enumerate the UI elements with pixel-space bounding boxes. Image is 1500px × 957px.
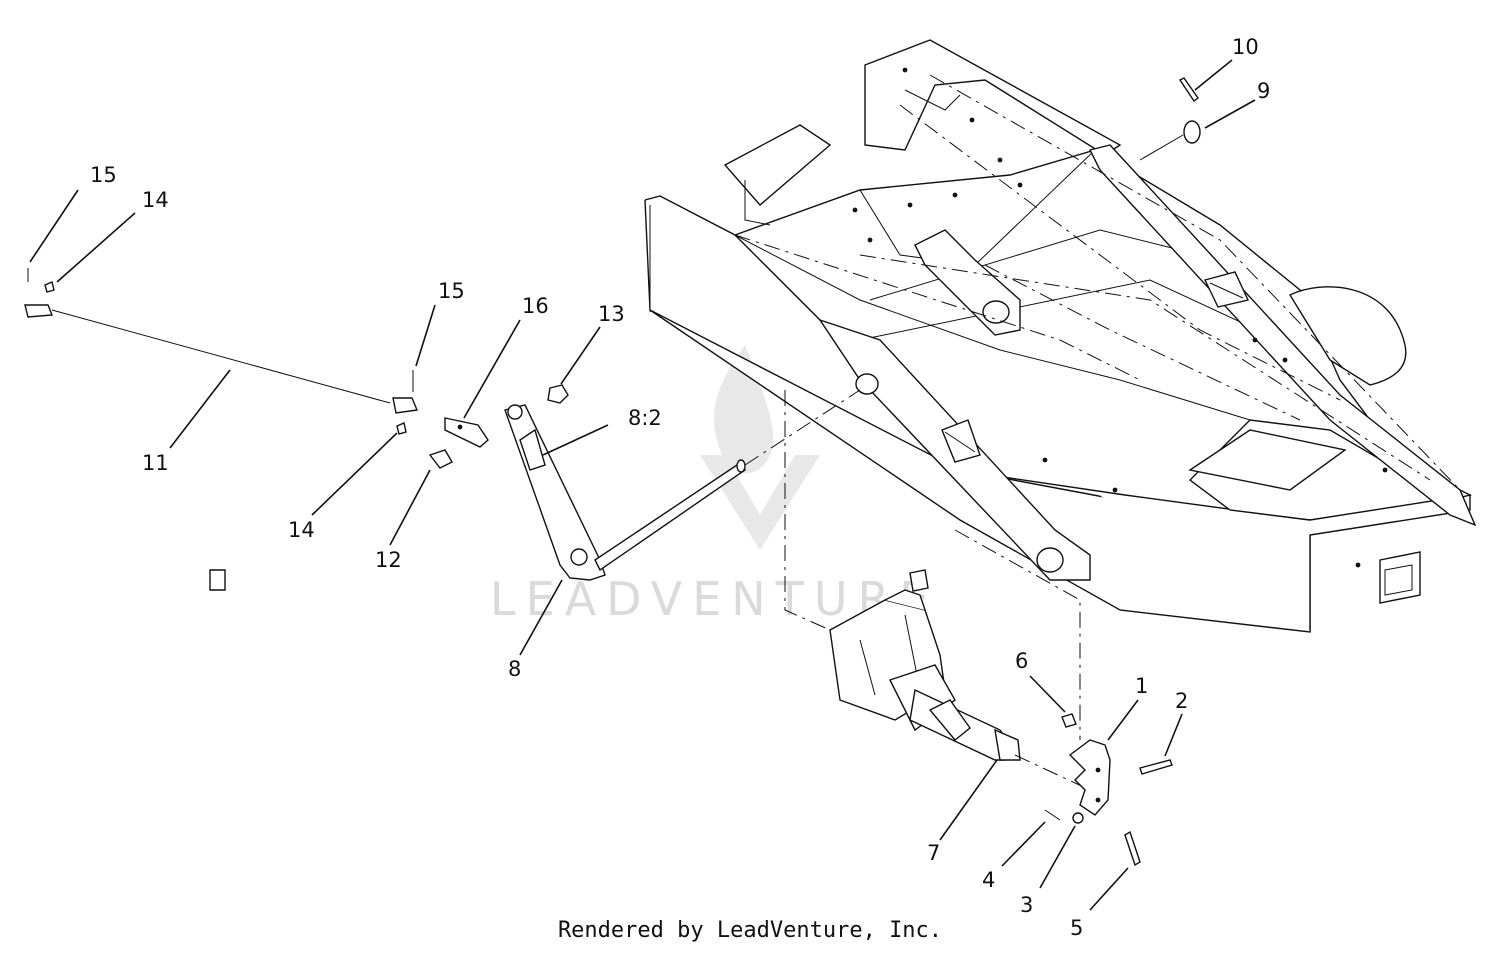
caption-text: Rendered by LeadVenture, Inc. [557, 918, 943, 943]
deck-frame [644, 39, 1477, 633]
nut-part-13 [547, 384, 569, 404]
pin-part-4 [1044, 809, 1061, 821]
callout-8: 8 [508, 657, 521, 681]
plate-part-16 [444, 417, 489, 448]
watermark-flame-icon [714, 345, 774, 474]
callout-2: 2 [1175, 689, 1188, 713]
bracket-part-1 [1068, 739, 1111, 816]
callout-11: 11 [142, 451, 169, 475]
callout-9: 9 [1257, 79, 1270, 103]
callout-5: 5 [1070, 916, 1083, 940]
bolt-part-12 [428, 449, 453, 469]
cable-part-11 [24, 304, 418, 414]
callouts: 1 2 3 4 5 6 7 8 8:2 9 10 11 12 13 14 14 [29, 35, 1270, 940]
connector-icon [909, 569, 929, 592]
pin-part-2 [1139, 759, 1173, 775]
watermark: LEADVENTURE [490, 345, 929, 626]
actuator-part-7 [209, 569, 1021, 761]
lift-arm-assembly [504, 389, 861, 581]
callout-8-2: 8:2 [628, 406, 662, 430]
callout-13: 13 [598, 302, 625, 326]
callout-15-upper: 15 [90, 163, 117, 187]
callout-3: 3 [1020, 893, 1033, 917]
callout-10: 10 [1232, 35, 1259, 59]
callout-12: 12 [375, 548, 402, 572]
pin-part-10 [1178, 77, 1199, 103]
clip-part-14-lower [396, 422, 407, 435]
callout-14-lower: 14 [288, 518, 315, 542]
bolt-part-5 [1124, 830, 1141, 867]
callout-1: 1 [1135, 674, 1148, 698]
washer-part-9 [1183, 120, 1201, 144]
clip-part-14-upper [44, 281, 55, 293]
callout-4: 4 [982, 868, 995, 892]
callout-7: 7 [927, 841, 940, 865]
nut-part-6 [1061, 713, 1077, 728]
render-caption: Rendered by LeadVenture, Inc. [0, 918, 1500, 943]
watermark-v-icon [700, 455, 820, 550]
callout-16: 16 [522, 294, 549, 318]
callout-14-upper: 14 [142, 188, 169, 212]
washer-part-3 [1072, 812, 1084, 824]
callout-15-lower: 15 [438, 279, 465, 303]
callout-6: 6 [1015, 649, 1028, 673]
